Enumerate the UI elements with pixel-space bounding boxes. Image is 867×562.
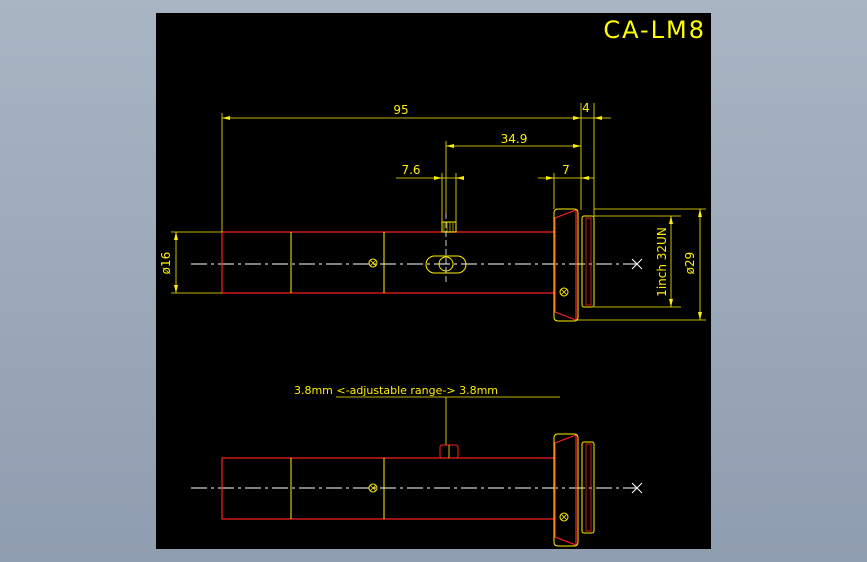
marker-cross	[369, 259, 377, 267]
top-dimensions: 95 4 34.9 7.6 7 ø16 1inch 32UN	[159, 101, 706, 321]
mount-thread-inner	[585, 217, 592, 306]
arrow-4	[594, 116, 602, 120]
dim-flange-diameter: ø29	[683, 252, 697, 275]
bottom-marker-cross	[369, 484, 377, 492]
cad-drawing: CA-LM8 95 4	[159, 16, 706, 547]
bottom-mount-thread-inner	[585, 443, 592, 532]
bottom-flange-screw-cross	[560, 513, 568, 521]
lens-body	[221, 231, 556, 294]
dim-body-diameter: ø16	[159, 252, 173, 275]
dim-thread-length: 7	[562, 163, 570, 177]
drawing-canvas: CA-LM8 95 4	[156, 13, 711, 549]
bottom-mount-thread	[581, 441, 595, 534]
marker-circle	[368, 258, 378, 268]
screw-head	[441, 221, 457, 233]
flange-screw-cross	[560, 288, 568, 296]
dim-screw-width: 7.6	[401, 163, 420, 177]
centerline-end-cross	[631, 258, 643, 270]
dim-thread-spec: 1inch 32UN	[655, 227, 669, 297]
bottom-flange-ring	[553, 433, 579, 547]
flange-screw	[559, 287, 569, 297]
mount-thread	[581, 215, 595, 308]
dim-flange-thickness: 4	[582, 101, 590, 115]
dim-total-length: 95	[393, 103, 408, 117]
flange-bevel	[554, 209, 577, 321]
top-view	[191, 208, 643, 322]
bottom-centerline-end-cross	[631, 482, 643, 494]
dim-focus-position: 34.9	[501, 132, 528, 146]
flange-ring	[553, 208, 579, 322]
bottom-flange-bevel	[554, 434, 577, 546]
bottom-flange-screw	[559, 512, 569, 522]
adjustable-range-note: 3.8mm <-adjustable range-> 3.8mm	[294, 384, 498, 397]
drawing-title: CA-LM8	[603, 16, 706, 44]
screw-knurl	[443, 222, 454, 232]
arrows-76	[434, 176, 464, 180]
bottom-view: 3.8mm <-adjustable range-> 3.8mm	[191, 384, 643, 547]
bottom-marker-circle	[368, 483, 378, 493]
